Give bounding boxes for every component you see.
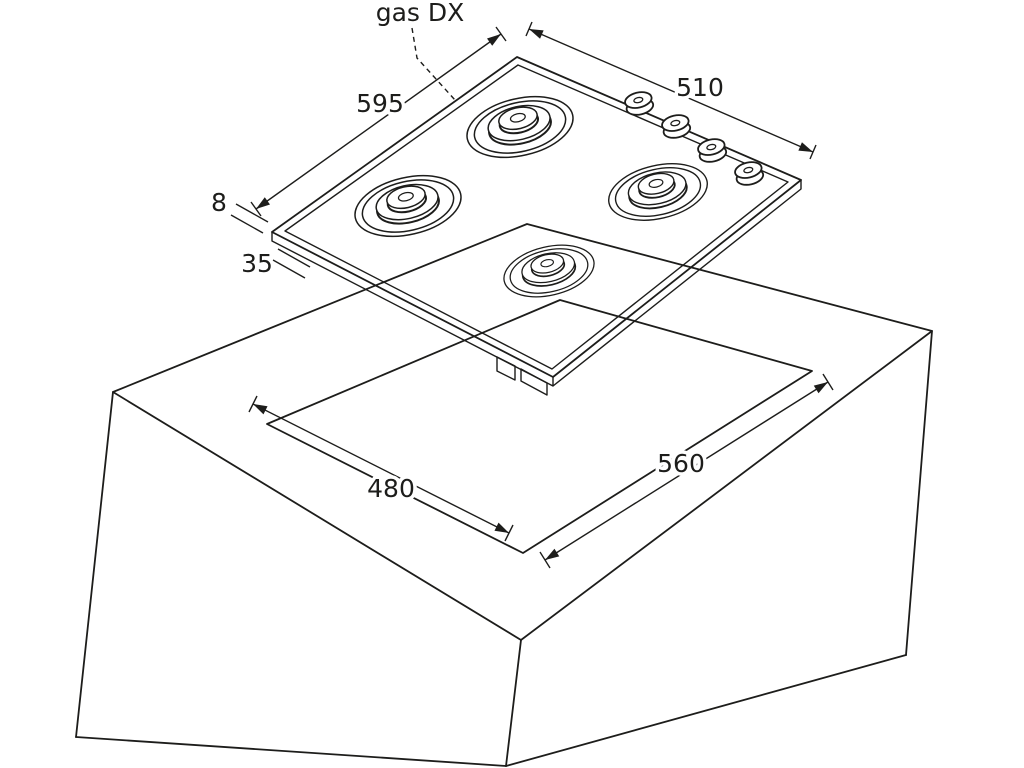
gas-connection-callout: gas DX	[372, 0, 468, 101]
hob-height-label: 35	[241, 249, 273, 278]
thickness-tick-bottom	[230, 214, 264, 234]
countertop-bottom-right-edge	[505, 654, 907, 767]
countertop-left-edge	[75, 391, 114, 738]
hob-dimensions: 595 510 8 35	[208, 21, 817, 282]
extension-tick	[525, 21, 533, 37]
control-knob-1	[622, 88, 656, 119]
extension-tick	[539, 551, 551, 569]
extension-tick	[822, 373, 834, 391]
countertop-bottom-left-edge	[75, 736, 507, 767]
burner-front-center	[497, 236, 601, 306]
hob-side-thickness	[271, 179, 802, 387]
extension-tick	[250, 201, 262, 217]
hob-depth-label: 510	[676, 73, 724, 102]
thickness-tick-top	[235, 203, 269, 223]
dimension-line-595	[255, 33, 502, 210]
dimension-line-480	[252, 403, 510, 534]
control-knob-2	[659, 111, 693, 142]
burners	[347, 86, 714, 306]
dimension-line-560	[544, 381, 829, 561]
extension-tick	[504, 524, 514, 542]
gas-connection-label: gas DX	[376, 0, 465, 27]
height-tick-bottom	[272, 259, 306, 279]
cutout-dimensions: 480 560	[248, 373, 834, 569]
extension-tick	[809, 144, 817, 160]
control-knob-4	[732, 158, 766, 189]
cutout-width-label: 560	[657, 449, 705, 478]
control-knob-3	[695, 135, 729, 166]
gas-connection-leader-line	[411, 27, 456, 101]
hob-width-label: 595	[356, 89, 404, 118]
worktop-cutout-outline	[266, 299, 813, 554]
hob-bracket-2	[520, 368, 548, 396]
burner-left	[347, 165, 469, 247]
extension-tick	[248, 395, 258, 413]
dimension-line-510	[528, 28, 814, 153]
countertop-front-corner-edge	[505, 639, 522, 767]
countertop	[75, 223, 933, 767]
burner-back-center	[459, 86, 581, 168]
hob-bracket-1	[496, 356, 516, 381]
hob-edge-thickness-label: 8	[211, 188, 227, 217]
countertop-right-edge	[905, 330, 933, 656]
extension-tick	[495, 26, 507, 42]
cutout-depth-label: 480	[367, 474, 415, 503]
height-tick-top	[277, 248, 311, 268]
burner-right	[602, 153, 714, 231]
